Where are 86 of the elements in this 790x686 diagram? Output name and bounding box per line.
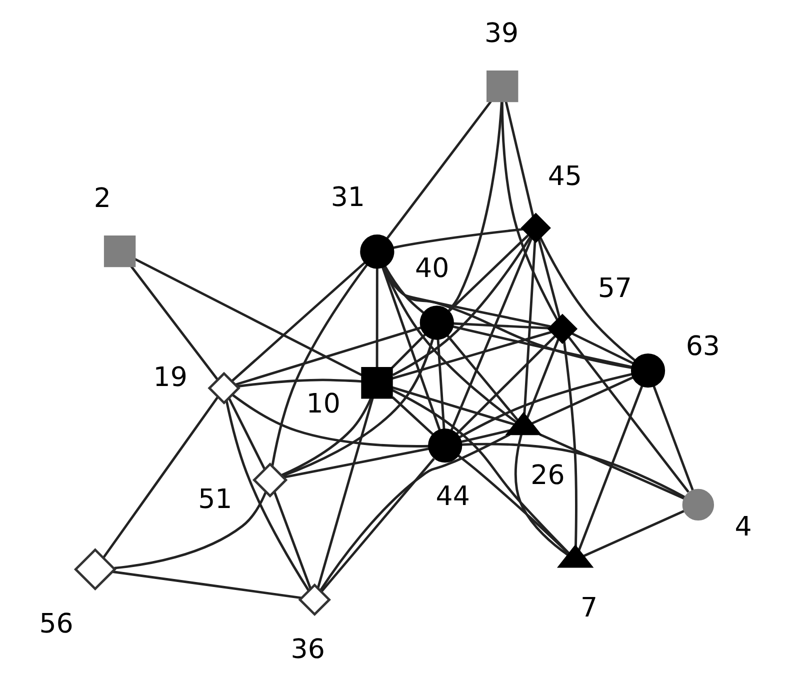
connector (236, 378, 362, 388)
connector (390, 330, 552, 380)
node-circle (682, 488, 714, 521)
connector (530, 376, 633, 425)
connector (570, 332, 634, 364)
connector (526, 338, 559, 419)
node-label: 57 (597, 272, 632, 304)
node-label: 44 (435, 480, 470, 512)
connector (582, 510, 684, 558)
connector (114, 492, 266, 570)
connector (280, 398, 372, 476)
node-box (360, 367, 392, 399)
connector (455, 335, 556, 435)
node-diamond (73, 548, 116, 591)
connector (316, 398, 374, 588)
node-label: 40 (414, 253, 449, 284)
connector (232, 394, 428, 448)
node-diamond (207, 372, 240, 405)
connector (538, 433, 684, 500)
connector (282, 448, 429, 479)
connector (567, 336, 689, 493)
connector (375, 268, 378, 368)
connector (391, 396, 434, 436)
node-triangle (504, 412, 542, 436)
connector (460, 442, 686, 498)
connector (112, 570, 302, 600)
connector (386, 100, 492, 240)
connector (318, 433, 510, 592)
connector (320, 458, 434, 592)
connector (392, 228, 524, 250)
connector (452, 325, 632, 368)
connector (227, 397, 266, 470)
connector (450, 238, 532, 432)
node-label: 63 (685, 330, 720, 362)
node-label: 39 (484, 18, 518, 49)
connector (446, 334, 518, 422)
node-circle (360, 234, 394, 269)
node-label: 26 (530, 460, 564, 492)
connector (390, 334, 426, 369)
node-label: 56 (38, 608, 73, 640)
connector (224, 400, 310, 592)
connector (392, 236, 532, 376)
connector (390, 388, 570, 555)
node-diamond (546, 314, 578, 344)
connector (652, 386, 694, 491)
connector (381, 266, 440, 431)
connector (230, 262, 366, 382)
node-triangle (556, 544, 594, 568)
node-circle (428, 428, 462, 463)
connector (130, 265, 218, 380)
connector (504, 100, 534, 218)
node-label: 4 (734, 511, 752, 542)
node-diamond (252, 462, 288, 498)
connector (500, 101, 558, 321)
node-label: 31 (330, 182, 364, 213)
connector (446, 101, 502, 312)
node-diamond (298, 583, 330, 616)
connector (562, 340, 577, 547)
node-circle (419, 306, 454, 340)
connector (391, 386, 515, 426)
connector (460, 429, 510, 443)
node-circle (630, 354, 665, 388)
connector (102, 396, 218, 558)
node-label: 45 (547, 160, 582, 192)
connector (134, 258, 362, 376)
node-label: 51 (198, 484, 232, 515)
connector (452, 322, 549, 330)
connector (522, 241, 536, 414)
node-label: 36 (290, 634, 324, 665)
connector (458, 372, 632, 438)
connector (272, 492, 312, 590)
node-box (103, 235, 136, 268)
node-label: 19 (152, 362, 187, 394)
connector (448, 234, 528, 312)
node-label: 2 (93, 182, 110, 214)
node-diamond (520, 212, 550, 244)
node-box (486, 70, 518, 102)
connector (270, 264, 368, 466)
connector (577, 386, 643, 552)
connector (234, 326, 421, 386)
connector (282, 338, 434, 477)
connector (537, 238, 560, 318)
connector (383, 265, 424, 314)
node-label: 10 (306, 388, 340, 420)
node-label: 7 (580, 592, 598, 624)
connector (436, 339, 445, 430)
